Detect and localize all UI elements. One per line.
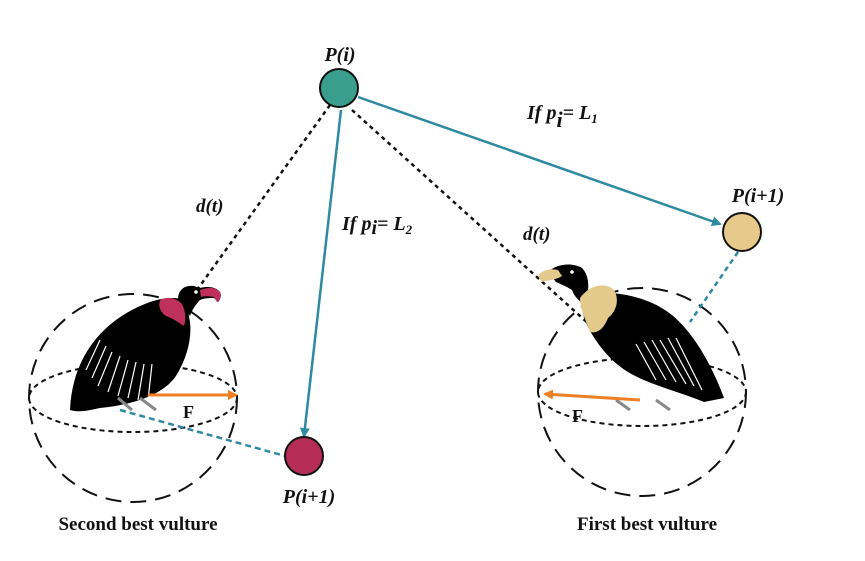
arrow-to-first-best bbox=[357, 95, 722, 227]
rule-first-label: If pi= L1 bbox=[526, 102, 598, 132]
arrow-to-second-best bbox=[299, 109, 343, 438]
caption-first-best: First best vulture bbox=[577, 514, 717, 535]
label-next-second: P(i+1) bbox=[282, 486, 336, 508]
force-label-left: F bbox=[183, 402, 194, 422]
label-next-first: P(i+1) bbox=[731, 185, 785, 207]
force-arrow-right bbox=[543, 389, 641, 402]
node-next-second bbox=[284, 436, 324, 476]
force-label-right: F bbox=[572, 406, 583, 426]
second-best-vulture-icon bbox=[70, 285, 221, 412]
node-next-first bbox=[722, 212, 762, 252]
svg-text:If pi= L2: If pi= L2 bbox=[341, 213, 413, 239]
node-current-position bbox=[319, 68, 359, 108]
distance-line-first bbox=[351, 109, 591, 326]
label-distance-second: d(t) bbox=[196, 196, 223, 217]
distance-line-second bbox=[195, 104, 332, 291]
caption-second-best: Second best vulture bbox=[58, 514, 217, 535]
svg-text:If pi= L1: If pi= L1 bbox=[526, 102, 598, 132]
link-second-to-next bbox=[119, 408, 286, 458]
rule-second-label: If pi= L2 bbox=[341, 213, 413, 239]
label-current-position: P(i) bbox=[323, 44, 355, 66]
label-distance-first: d(t) bbox=[523, 224, 550, 245]
first-best-vulture-icon bbox=[538, 264, 724, 412]
link-first-to-next bbox=[688, 251, 740, 323]
